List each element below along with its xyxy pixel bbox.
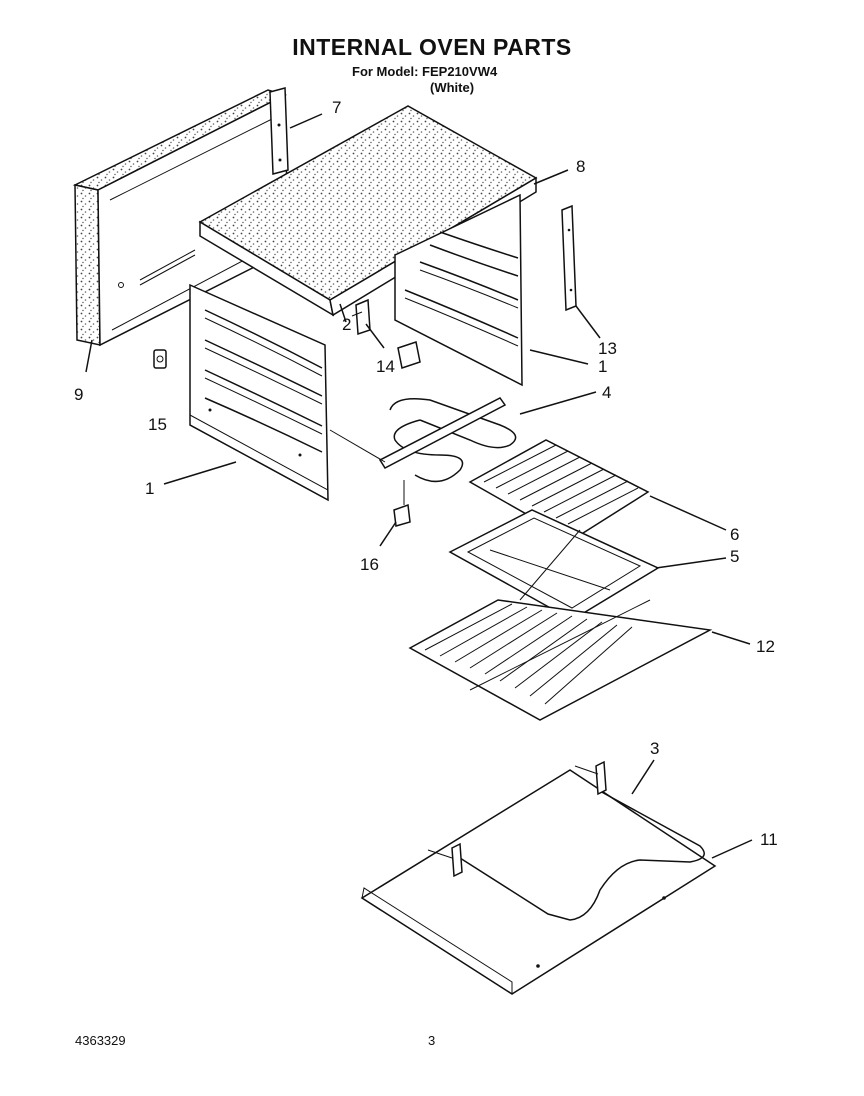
callout-11: 11 (760, 830, 778, 849)
callout-3: 3 (650, 739, 659, 758)
page-title: INTERNAL OVEN PARTS (292, 34, 572, 60)
callout-15: 15 (148, 415, 167, 434)
callout-8: 8 (576, 157, 585, 176)
callout-13: 13 (598, 339, 617, 358)
document-number: 4363329 (75, 1033, 126, 1048)
part-5-broiler-pan (448, 509, 660, 621)
page-number: 3 (428, 1033, 436, 1048)
part-1-right-side-wall (394, 193, 523, 387)
part-7-side-strip (269, 87, 289, 175)
callout-14: 14 (376, 357, 395, 376)
callout-4: 4 (602, 383, 611, 402)
model-line: For Model: FEP210VW4 (352, 64, 498, 79)
callout-16: 16 (360, 555, 379, 574)
part-11-oven-bottom (360, 769, 717, 995)
color-label: (White) (430, 80, 475, 95)
callout-5: 5 (730, 547, 739, 566)
callout-9: 9 (74, 385, 83, 404)
part-1-left-side-wall (189, 283, 329, 502)
callout-12: 12 (756, 637, 775, 656)
part-4-broil-element (329, 397, 517, 483)
callout-2: 2 (342, 315, 351, 334)
callout-1-left: 1 (145, 479, 154, 498)
leader-lines (85, 113, 753, 859)
part-12-oven-rack (408, 599, 713, 721)
part-3-bake-element (427, 760, 705, 921)
callout-6: 6 (730, 525, 739, 544)
part-13-bracket-strip (561, 204, 577, 312)
callout-7: 7 (332, 98, 341, 117)
part-15-clip (153, 349, 167, 369)
callout-1-right: 1 (598, 357, 607, 376)
part-16-clip (393, 480, 411, 527)
